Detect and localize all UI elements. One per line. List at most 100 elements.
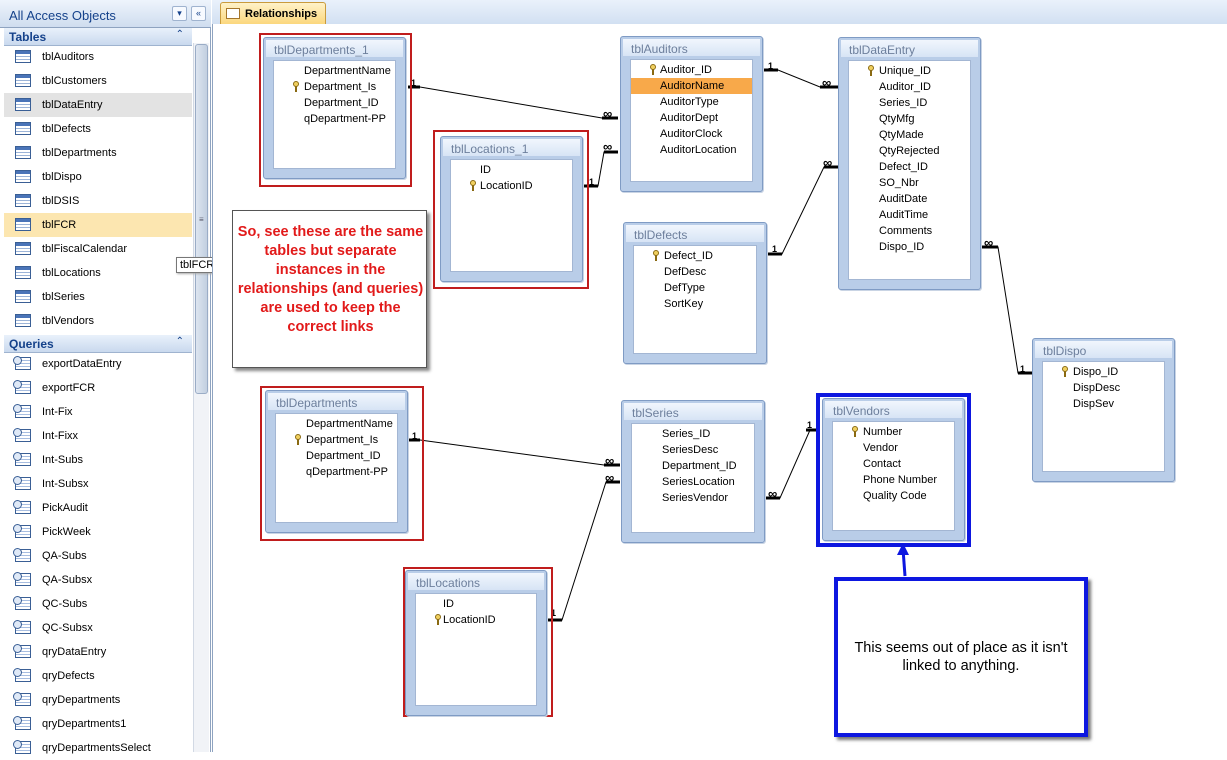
collapse-chevron-icon[interactable]: ⌃ — [175, 29, 184, 40]
table-field[interactable]: AuditTime — [849, 207, 970, 223]
table-field[interactable]: AuditDate — [849, 191, 970, 207]
table-field[interactable]: Department_ID — [274, 95, 395, 111]
rel-defect-dataentry[interactable] — [767, 166, 838, 255]
table-list-item[interactable]: tblFCR — [4, 213, 192, 237]
table-list-item[interactable]: tblSeries — [4, 285, 192, 309]
scrollbar-thumb[interactable]: ≡ — [195, 44, 208, 394]
table-field[interactable]: Department_Is — [276, 432, 397, 448]
query-list-item[interactable]: Int-Subsx — [4, 472, 192, 496]
table-title[interactable]: tblDispo — [1035, 341, 1172, 358]
nav-header[interactable]: All Access Objects ▾ « — [0, 0, 211, 28]
rel-dispo-dataentry[interactable] — [981, 246, 1032, 374]
table-list-item[interactable]: tblAuditors — [4, 45, 192, 69]
table-list-item[interactable]: tblVendors — [4, 309, 192, 333]
table-title[interactable]: tblDefects — [626, 225, 764, 242]
table-list-item[interactable]: tblCustomers — [4, 69, 192, 93]
table-field[interactable]: ID — [451, 162, 572, 178]
table-field[interactable]: Department_ID — [276, 448, 397, 464]
query-list-item[interactable]: QA-Subs — [4, 544, 192, 568]
table-field[interactable]: Number — [833, 424, 954, 440]
table-list-item[interactable]: tblFiscalCalendar — [4, 237, 192, 261]
query-list-item[interactable]: QC-Subs — [4, 592, 192, 616]
query-list-item[interactable]: qryDepartmentsSelect — [4, 736, 192, 760]
table-list-item[interactable]: tblLocations — [4, 261, 192, 285]
table-field[interactable]: AuditorName — [631, 78, 752, 94]
query-list-item[interactable]: Int-Subs — [4, 448, 192, 472]
table-field[interactable]: Contact — [833, 456, 954, 472]
collapse-pane-icon[interactable]: « — [191, 6, 206, 21]
table-field[interactable]: qDepartment-PP — [274, 111, 395, 127]
table-field[interactable]: AuditorType — [631, 94, 752, 110]
table-field[interactable]: Comments — [849, 223, 970, 239]
table-field[interactable]: DepartmentName — [274, 63, 395, 79]
table-title[interactable]: tblDataEntry — [841, 40, 978, 57]
query-list-item[interactable]: Int-Fixx — [4, 424, 192, 448]
table-field[interactable]: Phone Number — [833, 472, 954, 488]
query-list-item[interactable]: PickWeek — [4, 520, 192, 544]
rel-location-series[interactable] — [547, 481, 620, 621]
tab-relationships[interactable]: Relationships — [220, 2, 326, 25]
nav-title[interactable]: All Access Objects — [9, 8, 116, 23]
nav-menu-chevron-icon[interactable]: ▾ — [172, 6, 187, 21]
table-field[interactable]: AuditorLocation — [631, 142, 752, 158]
table-field[interactable]: Quality Code — [833, 488, 954, 504]
table-list-item[interactable]: tblDepartments — [4, 141, 192, 165]
table-field[interactable]: SortKey — [634, 296, 756, 312]
table-field[interactable]: Series_ID — [849, 95, 970, 111]
query-list-item[interactable]: PickAudit — [4, 496, 192, 520]
table-field[interactable]: SeriesDesc — [632, 442, 754, 458]
table-field[interactable]: QtyMade — [849, 127, 970, 143]
table-field[interactable]: QtyRejected — [849, 143, 970, 159]
table-field[interactable]: Defect_ID — [634, 248, 756, 264]
queries-group-header[interactable]: Queries ⌃ — [4, 335, 192, 353]
table-list-item[interactable]: tblDSIS — [4, 189, 192, 213]
query-list-item[interactable]: qryDepartments — [4, 688, 192, 712]
table-field[interactable]: ID — [416, 596, 536, 612]
query-list-item[interactable]: qryDefects — [4, 664, 192, 688]
query-list-item[interactable]: qryDepartments1 — [4, 712, 192, 736]
table-field[interactable]: SeriesLocation — [632, 474, 754, 490]
rel-department-series[interactable] — [408, 439, 620, 466]
table-field[interactable]: DefType — [634, 280, 756, 296]
table-field[interactable]: LocationID — [416, 612, 536, 628]
table-field[interactable]: Auditor_ID — [849, 79, 970, 95]
table-field[interactable]: Defect_ID — [849, 159, 970, 175]
table-field[interactable]: AuditorClock — [631, 126, 752, 142]
table-field[interactable]: DispDesc — [1043, 380, 1164, 396]
table-field[interactable]: qDepartment-PP — [276, 464, 397, 480]
table-list-item[interactable]: tblDefects — [4, 117, 192, 141]
table-field[interactable]: LocationID — [451, 178, 572, 194]
table-title[interactable]: tblLocations — [408, 573, 544, 590]
table-field[interactable]: Vendor — [833, 440, 954, 456]
table-title[interactable]: tblDepartments — [268, 393, 405, 410]
table-field[interactable]: DepartmentName — [276, 416, 397, 432]
table-field[interactable]: Department_ID — [632, 458, 754, 474]
query-list-item[interactable]: qryDataEntry — [4, 640, 192, 664]
collapse-chevron-icon[interactable]: ⌃ — [175, 336, 184, 347]
query-list-item[interactable]: exportDataEntry — [4, 352, 192, 376]
table-title[interactable]: tblDepartments_1 — [266, 40, 403, 57]
table-title[interactable]: tblSeries — [624, 403, 762, 420]
table-field[interactable]: DefDesc — [634, 264, 756, 280]
table-field[interactable]: Auditor_ID — [631, 62, 752, 78]
rel-department-auditor[interactable] — [408, 86, 618, 119]
table-field[interactable]: QtyMfg — [849, 111, 970, 127]
table-field[interactable]: Dispo_ID — [849, 239, 970, 255]
table-list-item[interactable]: tblDataEntry — [4, 93, 192, 117]
table-title[interactable]: tblLocations_1 — [443, 139, 580, 156]
table-field[interactable]: DispSev — [1043, 396, 1164, 412]
table-title[interactable]: tblVendors — [825, 401, 962, 418]
table-field[interactable]: SO_Nbr — [849, 175, 970, 191]
query-list-item[interactable]: QC-Subsx — [4, 616, 192, 640]
query-list-item[interactable]: exportFCR — [4, 376, 192, 400]
table-field[interactable]: Dispo_ID — [1043, 364, 1164, 380]
